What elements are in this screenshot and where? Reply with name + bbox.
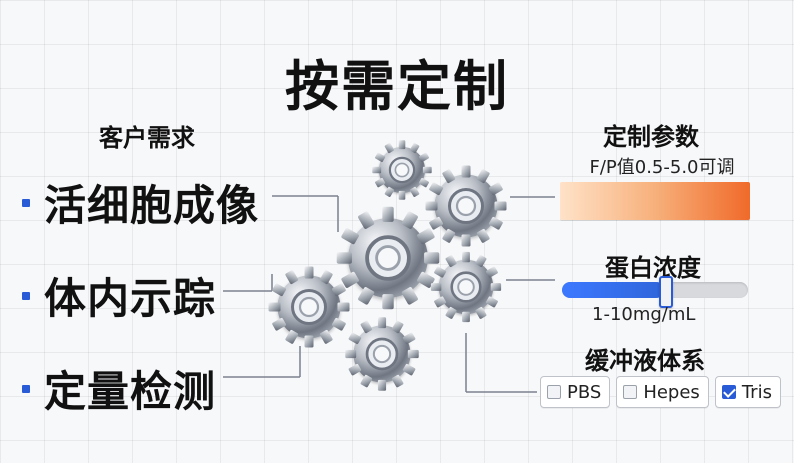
buffer-option-label: PBS [567,381,602,403]
checkbox-icon[interactable] [623,385,638,399]
bullet-icon [22,384,30,393]
gear-icon [332,304,432,404]
buffer-option-pbs[interactable]: PBS [540,376,611,408]
buffer-option-hepes[interactable]: Hepes [616,376,709,408]
checkbox-icon[interactable] [547,385,561,399]
bullet-icon [22,291,30,300]
page-title: 按需定制 [285,55,509,118]
bullet-icon [22,198,30,207]
protein-concentration-range: 1-10mg/mL [592,304,696,325]
protein-concentration-title: 蛋白浓度 [605,254,701,282]
fp-range-label: F/P值0.5-5.0可调 [589,157,735,178]
customer-need-label: 活细胞成像 [44,181,260,230]
buffer-option-label: Hepes [643,381,700,403]
customer-needs-title: 客户需求 [99,124,195,152]
customer-need-item: 活细胞成像 [22,172,259,233]
buffer-option-label: Tris [741,381,772,403]
protein-concentration-slider[interactable] [562,276,748,308]
buffer-system-title: 缓冲液体系 [585,347,705,375]
custom-params-title: 定制参数 [603,123,699,151]
buffer-options: PBS Hepes Tris [540,376,781,408]
gear-icon [254,252,365,363]
customer-need-item: 定量检测 [22,358,216,419]
fp-ratio-gradient-bar [560,182,750,220]
protein-concentration-thumb[interactable] [659,276,674,308]
customer-need-label: 定量检测 [44,367,217,416]
customer-need-label: 体内示踪 [44,274,217,323]
customer-need-item: 体内示踪 [22,265,216,326]
protein-concentration-fill [562,282,665,298]
buffer-option-tris[interactable]: Tris [714,376,781,408]
checkbox-checked-icon[interactable] [721,385,736,399]
gear-icon [361,129,442,210]
